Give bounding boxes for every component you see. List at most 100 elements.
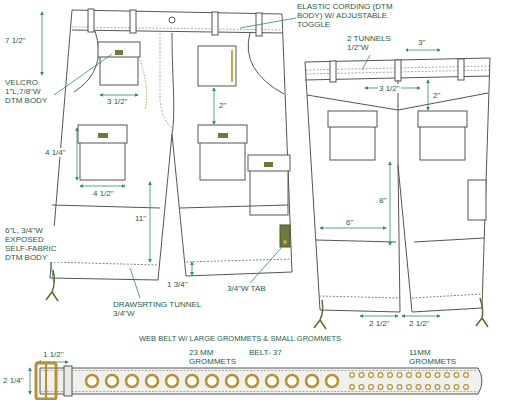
grommet [416, 373, 421, 378]
grommet [388, 385, 393, 390]
grommet [407, 385, 412, 390]
grommet [146, 375, 158, 387]
garment-line [46, 363, 56, 399]
garment-line [74, 31, 99, 92]
garment-line [316, 240, 396, 242]
garment-line [115, 50, 123, 55]
garment-line [30, 368, 31, 394]
grommet [369, 385, 374, 390]
grommet-row [86, 373, 468, 390]
callout-label: 4 1/4" [44, 148, 67, 157]
grommet [86, 375, 98, 387]
garment-line [186, 259, 291, 262]
callout-label: 2 TUNNELS 1/2"W [346, 34, 406, 52]
grommet [378, 385, 383, 390]
garment-line [328, 111, 377, 127]
grommet [126, 375, 138, 387]
grommet [407, 373, 412, 378]
grommet [464, 373, 469, 378]
callout-label: 11MM GROMMETS [408, 348, 460, 366]
garment-line [283, 240, 287, 244]
garment-line [36, 363, 56, 399]
callout-label: 11" [134, 214, 147, 223]
garment-line [46, 270, 58, 301]
garment-line [330, 61, 336, 82]
grommet [435, 385, 440, 390]
callout-label: 7 1/2" [4, 36, 27, 45]
garment-line [248, 33, 284, 94]
garment-line [280, 225, 290, 247]
garment-line [50, 10, 292, 280]
garment-line [150, 182, 151, 262]
garment-line [212, 12, 218, 35]
callout-label: 8" [378, 196, 387, 205]
grommet [246, 375, 258, 387]
grommet [206, 375, 218, 387]
grommet [454, 373, 459, 378]
callout-label: VELCRO 1"L,7/8"W DTM BODY [4, 78, 54, 105]
garment-line [250, 246, 283, 283]
grommet [286, 375, 298, 387]
garment-line [231, 50, 233, 82]
callout-label: 23 MM GROMMETS [188, 348, 238, 366]
garment-line [40, 370, 478, 371]
garment-line [100, 95, 138, 96]
callout-label: 3 1/2" [106, 97, 129, 106]
garment-line [172, 33, 174, 134]
garment-line [360, 316, 398, 317]
garment-line [169, 17, 175, 23]
grommet [106, 375, 118, 387]
callout-label: BELT- 37 [248, 348, 283, 357]
garment-line [160, 33, 172, 128]
garment-line [98, 42, 140, 57]
garment-line [402, 316, 440, 317]
grommet [464, 385, 469, 390]
grommet [445, 385, 450, 390]
garment-line [130, 268, 140, 298]
garment-line [198, 125, 247, 143]
grommet [226, 375, 238, 387]
garment-line [88, 9, 94, 32]
garment-line [80, 186, 125, 187]
garment-line [458, 59, 464, 80]
garment-line [52, 205, 160, 208]
garment-line [77, 128, 78, 180]
garment-line [98, 133, 108, 138]
garment-line [218, 133, 228, 138]
dimension-lines [30, 12, 440, 394]
back-view [305, 58, 490, 329]
garment-line [314, 300, 326, 329]
garment-line [418, 111, 467, 127]
grommet [426, 373, 431, 378]
callout-label: 1 1/2" [42, 350, 65, 359]
callout-label: 3" [417, 38, 426, 47]
grommet [369, 373, 374, 378]
grommet [416, 385, 421, 390]
garment-line [130, 10, 136, 33]
grommet [445, 373, 450, 378]
grommet [388, 373, 393, 378]
grommet [359, 385, 364, 390]
callout-label: 6" [345, 218, 354, 227]
garment-line [305, 58, 490, 312]
garment-line [412, 294, 483, 298]
garment-line [390, 162, 391, 245]
garment-line [140, 60, 147, 110]
grommet [435, 373, 440, 378]
garment-line [64, 366, 72, 396]
callout-label: 3/4"W TAB [226, 284, 267, 293]
garment-line [320, 228, 386, 229]
grommet [350, 373, 355, 378]
garment-line [214, 88, 215, 124]
garment-line [395, 60, 401, 81]
grommet [397, 385, 402, 390]
garment-line [72, 27, 283, 30]
garment-line [50, 262, 158, 265]
front-view [46, 9, 292, 301]
grommet [378, 373, 383, 378]
grommet [266, 375, 278, 387]
callout-label: WEB BELT W/ LARGE GROMMETS & SMALL GROMM… [138, 334, 342, 343]
grommet [166, 375, 178, 387]
grommet [306, 375, 318, 387]
